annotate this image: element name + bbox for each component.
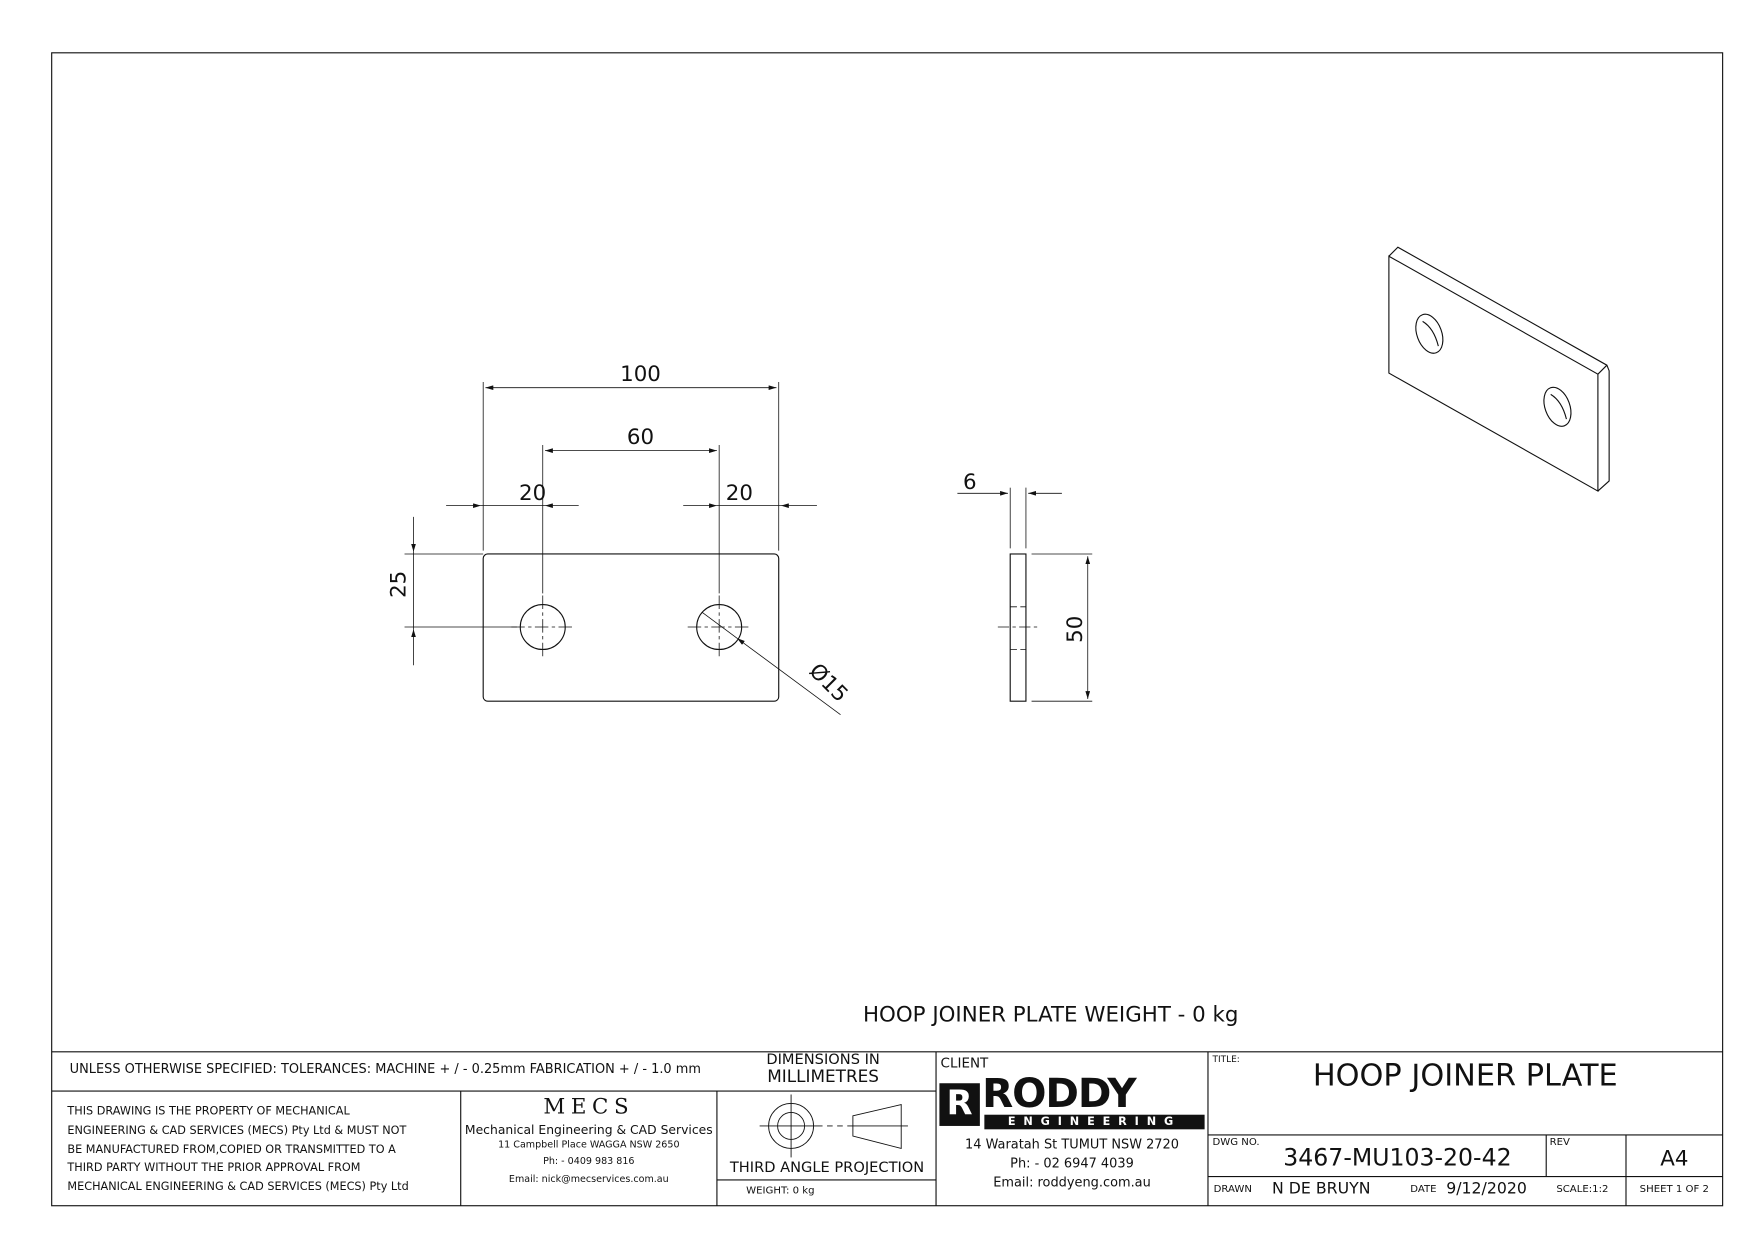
- dim-thickness: 6: [963, 470, 977, 495]
- title-block-grid: [51, 1051, 1723, 1206]
- mecs-phone: Ph: - 0409 983 816: [543, 1156, 635, 1168]
- disclaimer: THIS DRAWING IS THE PROPERTY OF MECHANIC…: [67, 1103, 408, 1197]
- dim-width: 50: [1063, 616, 1088, 643]
- dimension-lines: [404, 382, 841, 715]
- third-angle-projection-icon: [759, 1094, 908, 1158]
- dim-overall-length: 100: [620, 362, 661, 387]
- side-view: 6 50: [957, 470, 1093, 702]
- front-view: 100 60 20 20 25 Ø15: [387, 362, 853, 715]
- mecs-address: 11 Campbell Place WAGGA NSW 2650: [498, 1139, 680, 1151]
- drawn-label: DRAWN: [1213, 1184, 1252, 1196]
- plate-outline: [482, 553, 780, 702]
- disclaimer-line: BE MANUFACTURED FROM,COPIED OR TRANSMITT…: [67, 1143, 396, 1156]
- units-line2: MILLIMETRES: [767, 1066, 880, 1087]
- drawn-by: N DE BRUYN: [1272, 1179, 1371, 1198]
- client-details: 14 Waratah St TUMUT NSW 2720 Ph: - 02 69…: [936, 1135, 1208, 1192]
- title-label: TITLE:: [1212, 1054, 1240, 1065]
- tolerances-note: UNLESS OTHERWISE SPECIFIED: TOLERANCES: …: [69, 1060, 701, 1077]
- sheet-size: A4: [1660, 1146, 1689, 1171]
- dim-left-offset: 20: [519, 481, 546, 506]
- client-address: 14 Waratah St TUMUT NSW 2720: [965, 1136, 1179, 1152]
- sheet-number: SHEET 1 OF 2: [1639, 1184, 1709, 1196]
- mecs-email: Email: nick@mecservices.com.au: [508, 1174, 669, 1186]
- date-label: DATE: [1410, 1184, 1437, 1196]
- centerlines: [511, 595, 751, 659]
- mecs-block: MECS Mechanical Engineering & CAD Servic…: [461, 1094, 717, 1185]
- roddy-logo-sub: ENGINEERING: [984, 1114, 1205, 1130]
- isometric-view: [1388, 246, 1610, 493]
- dim-hole-spacing: 60: [627, 425, 654, 450]
- dim-hole-height: 25: [387, 571, 412, 598]
- mecs-logo: MECS: [543, 1094, 635, 1120]
- client-label: CLIENT: [940, 1055, 989, 1071]
- roddy-logo-main: RODDY: [982, 1070, 1137, 1117]
- scale: SCALE:1:2: [1556, 1184, 1609, 1196]
- disclaimer-line: ENGINEERING & CAD SERVICES (MECS) Pty Lt…: [67, 1124, 407, 1137]
- mecs-name: Mechanical Engineering & CAD Services: [464, 1122, 713, 1138]
- rev-label: REV: [1549, 1137, 1570, 1149]
- roddy-logo: R RODDY ENGINEERING: [939, 1071, 1205, 1130]
- date: 9/12/2020: [1446, 1179, 1527, 1198]
- roddy-logo-mark: R: [939, 1083, 980, 1126]
- weight-note: HOOP JOINER PLATE WEIGHT - 0 kg: [863, 1002, 1239, 1028]
- units-line1: DIMENSIONS IN: [766, 1051, 880, 1069]
- client-phone: Ph: - 02 6947 4039: [1010, 1155, 1134, 1171]
- client-email: Email: roddyeng.com.au: [993, 1174, 1151, 1190]
- dim-hole-diameter: Ø15: [804, 659, 853, 708]
- dim-right-offset: 20: [726, 481, 753, 506]
- weight-field: WEIGHT: 0 kg: [746, 1185, 815, 1197]
- dwg-no-label: DWG NO.: [1212, 1137, 1260, 1149]
- dwg-no: 3467-MU103-20-42: [1283, 1143, 1512, 1171]
- disclaimer-line: THIRD PARTY WITHOUT THE PRIOR APPROVAL F…: [67, 1162, 361, 1175]
- projection-label: THIRD ANGLE PROJECTION: [729, 1159, 925, 1177]
- drawing-title: HOOP JOINER PLATE: [1312, 1058, 1618, 1094]
- units-note: DIMENSIONS IN MILLIMETRES: [742, 1052, 905, 1086]
- disclaimer-line: MECHANICAL ENGINEERING & CAD SERVICES (M…: [67, 1181, 409, 1194]
- disclaimer-line: THIS DRAWING IS THE PROPERTY OF MECHANIC…: [67, 1105, 350, 1119]
- sheet-border: [51, 52, 1724, 1207]
